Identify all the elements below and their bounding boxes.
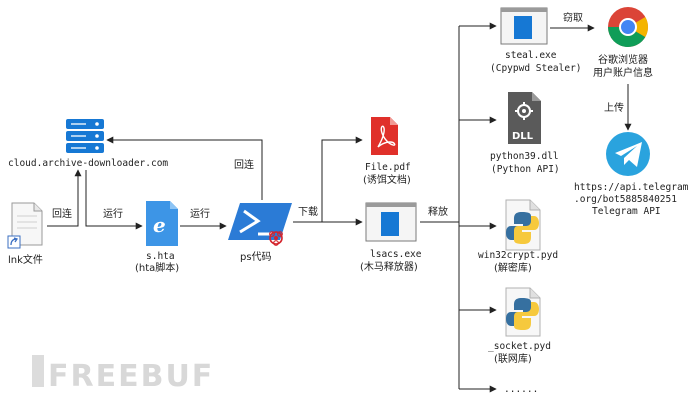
hta-node: e s.hta (hta脚本) bbox=[135, 201, 179, 274]
chrome-label: 谷歌浏览器 bbox=[598, 53, 648, 66]
win32crypt-label: win32crypt.pyd bbox=[478, 250, 558, 261]
chrome-sublabel: 用户账户信息 bbox=[593, 66, 653, 79]
edge-ps-to-pdf bbox=[293, 136, 363, 223]
lnk-label: lnk文件 bbox=[8, 253, 43, 266]
steal-node: steal.exe (Cpypwd Stealer) bbox=[490, 7, 582, 74]
server-stack-icon bbox=[66, 119, 104, 153]
edge-label-run1: 运行 bbox=[103, 207, 123, 220]
lsacs-sublabel: (木马释放器) bbox=[360, 260, 418, 273]
hta-label: s.hta bbox=[146, 251, 175, 262]
python39-node: DLL python39.dll (Python API) bbox=[490, 92, 560, 175]
edge-label-download: 下载 bbox=[298, 206, 318, 218]
socket-label: _socket.pyd bbox=[488, 341, 551, 352]
telegram-url-line2: .org/bot5885840251 bbox=[574, 194, 677, 205]
edge-cloud-to-hta bbox=[85, 170, 143, 230]
hta-ie-file-icon: e bbox=[146, 201, 178, 246]
svg-text:e: e bbox=[153, 213, 166, 237]
lsacs-label: lsacs.exe bbox=[370, 249, 422, 260]
ps-node: ps代码 bbox=[228, 203, 292, 263]
win32crypt-sublabel: (解密库) bbox=[494, 261, 532, 274]
freebuf-watermark: FREEBUF bbox=[32, 355, 214, 394]
telegram-label: Telegram API bbox=[592, 206, 661, 217]
shortcut-arrow-icon bbox=[7, 235, 21, 249]
file-pdf-sublabel: (诱饵文档) bbox=[363, 173, 411, 186]
telegram-node: https://api.telegram .org/bot5885840251 … bbox=[574, 132, 689, 217]
exe-window-icon bbox=[500, 7, 548, 45]
lsacs-node: lsacs.exe (木马释放器) bbox=[360, 202, 422, 273]
edge-label-lnk-cloud: 回连 bbox=[52, 207, 72, 220]
steal-sublabel: (Cpypwd Stealer) bbox=[490, 63, 582, 74]
biohazard-icon bbox=[269, 231, 283, 246]
edge-label-steal: 窃取 bbox=[563, 11, 583, 24]
exe-window-icon bbox=[365, 202, 417, 242]
svg-text:DLL: DLL bbox=[512, 131, 534, 142]
file-pdf-node: File.pdf (诱饵文档) bbox=[363, 117, 411, 186]
svg-text:FREEBUF: FREEBUF bbox=[48, 359, 214, 394]
steal-label: steal.exe bbox=[505, 50, 557, 61]
file-pdf-label: File.pdf bbox=[365, 162, 411, 173]
edge-lnk-to-cloud bbox=[47, 169, 82, 227]
connectors bbox=[47, 22, 632, 393]
win32crypt-node: win32crypt.pyd (解密库) bbox=[478, 199, 558, 274]
lnk-file-node: lnk文件 bbox=[7, 202, 43, 266]
hta-sublabel: (hta脚本) bbox=[135, 261, 179, 274]
edge-ps-to-cloud bbox=[106, 136, 263, 200]
edge-label-upload: 上传 bbox=[604, 102, 624, 114]
more-ellipsis: ...... bbox=[504, 384, 538, 395]
edge-label-release: 释放 bbox=[428, 205, 448, 218]
edge-label-ps-cloud: 回连 bbox=[234, 158, 254, 171]
chrome-icon bbox=[608, 7, 648, 47]
edge-label-run2: 运行 bbox=[190, 207, 210, 220]
chrome-node: 谷歌浏览器 用户账户信息 bbox=[593, 7, 653, 79]
cloud-label: cloud.archive-downloader.com bbox=[8, 158, 168, 169]
socket-sublabel: (联网库) bbox=[494, 352, 532, 365]
python39-sublabel: (Python API) bbox=[491, 164, 560, 175]
dll-file-icon: DLL bbox=[508, 92, 541, 144]
pdf-file-icon bbox=[371, 117, 398, 155]
telegram-icon bbox=[606, 132, 650, 176]
socket-node: _socket.pyd (联网库) bbox=[488, 287, 551, 365]
cloud-server-node: cloud.archive-downloader.com bbox=[8, 119, 168, 169]
python39-label: python39.dll bbox=[490, 151, 559, 162]
python-file-icon bbox=[505, 287, 541, 337]
telegram-url-line1: https://api.telegram bbox=[574, 182, 689, 193]
ps-label: ps代码 bbox=[240, 251, 272, 263]
python-file-icon bbox=[505, 199, 541, 251]
